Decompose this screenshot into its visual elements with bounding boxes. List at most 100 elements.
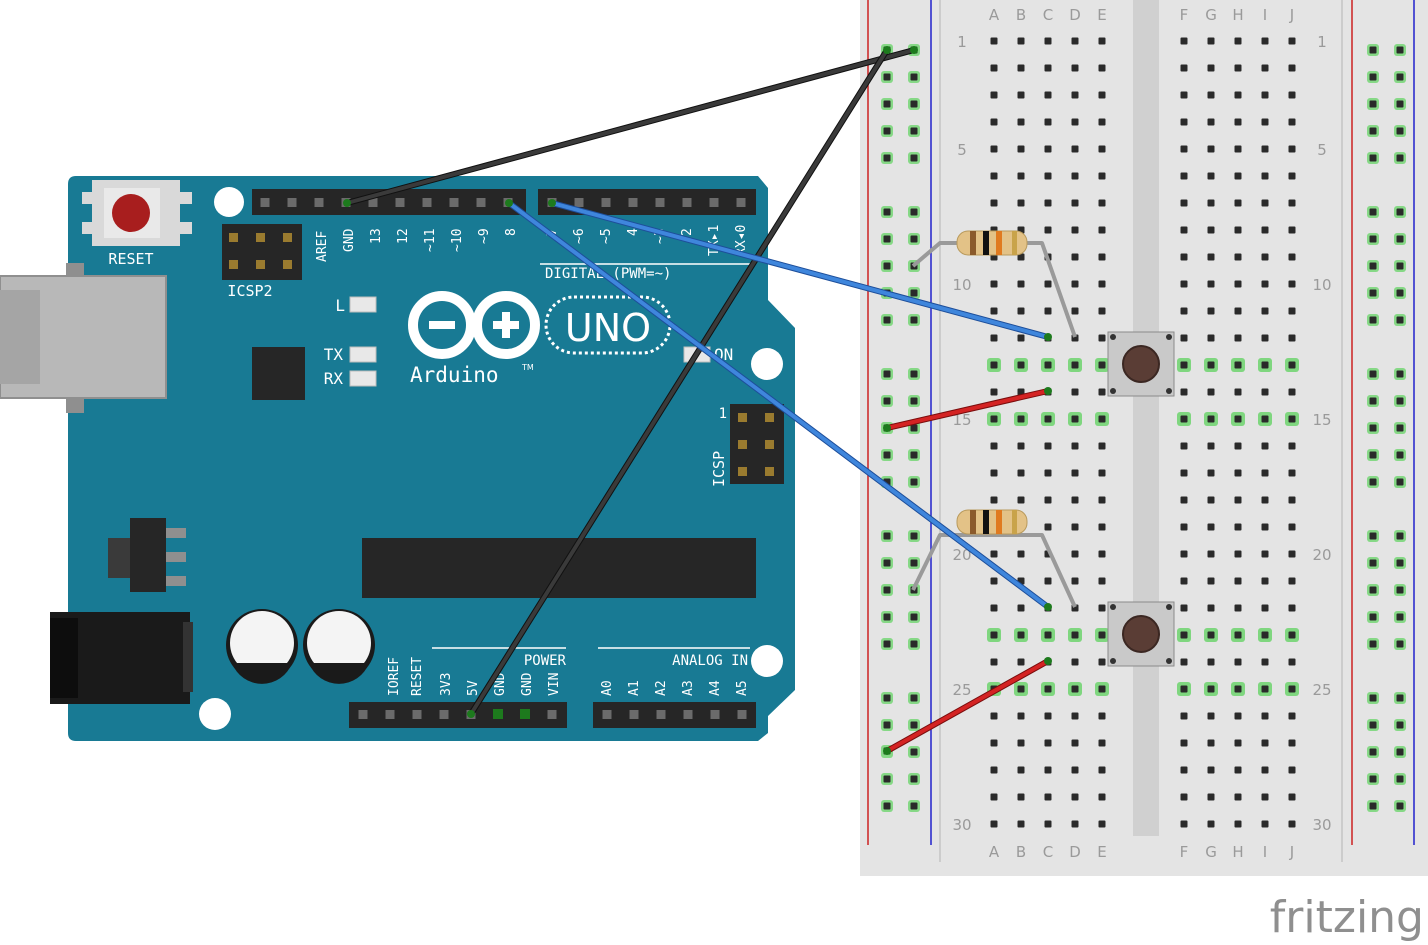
- rail-hole: [1369, 586, 1377, 594]
- led-tx: [349, 346, 377, 363]
- push-button-corner: [1110, 388, 1116, 394]
- breadboard-hole: [1180, 415, 1188, 423]
- rail-hole: [883, 613, 891, 621]
- breadboard-hole: [1207, 145, 1215, 153]
- mounting-hole: [199, 698, 231, 730]
- rail-hole: [910, 424, 918, 432]
- breadboard-hole: [1098, 442, 1106, 450]
- wire-5v: [468, 47, 890, 717]
- rail-hole: [1369, 100, 1377, 108]
- breadboard-hole: [1288, 442, 1296, 450]
- rail-hole: [1369, 154, 1377, 162]
- rail-hole: [1396, 478, 1404, 486]
- breadboard-hole: [1234, 64, 1242, 72]
- row-number: 30: [1312, 816, 1331, 834]
- col-letter: A: [989, 6, 1000, 24]
- breadboard-hole: [990, 199, 998, 207]
- breadboard-hole: [1234, 37, 1242, 45]
- breadboard-hole: [990, 64, 998, 72]
- rail-hole: [910, 721, 918, 729]
- breadboard-hole: [1234, 91, 1242, 99]
- pin: [229, 233, 238, 242]
- header-pin: [736, 198, 746, 207]
- arduino-uno: RESET ICSP2 AREF GND 13: [0, 176, 795, 741]
- header-pin: [385, 710, 395, 719]
- dc-jack-front: [50, 618, 78, 698]
- breadboard-hole: [1071, 37, 1079, 45]
- rail-hole: [883, 451, 891, 459]
- breadboard-hole: [1207, 793, 1215, 801]
- rail-hole: [883, 316, 891, 324]
- pin-label: ~10: [450, 229, 465, 252]
- rail-hole: [1369, 640, 1377, 648]
- rail-hole: [1396, 451, 1404, 459]
- breadboard-hole: [1234, 253, 1242, 261]
- breadboard-hole: [1017, 37, 1025, 45]
- breadboard-hole: [1261, 550, 1269, 558]
- breadboard-hole: [1180, 658, 1188, 666]
- breadboard-hole: [1261, 145, 1269, 153]
- breadboard-hole: [1288, 712, 1296, 720]
- mounting-hole: [751, 645, 783, 677]
- breadboard-hole: [990, 793, 998, 801]
- breadboard-hole: [1261, 226, 1269, 234]
- rail-hole: [883, 100, 891, 108]
- breadboard-hole: [1234, 739, 1242, 747]
- breadboard-hole: [1288, 550, 1296, 558]
- rail-hole: [883, 397, 891, 405]
- breadboard-hole: [1098, 550, 1106, 558]
- breadboard-hole: [1261, 307, 1269, 315]
- breadboard-hole: [1234, 685, 1242, 693]
- pin: [256, 233, 265, 242]
- column-letters-bottom: A B C D E F G H I J: [989, 843, 1294, 861]
- breadboard-hole: [1180, 766, 1188, 774]
- wire-endpoint: [1044, 657, 1052, 665]
- connected-pin: [520, 709, 530, 719]
- breadboard-hole: [1044, 820, 1052, 828]
- col-letter: I: [1263, 6, 1267, 24]
- wire-power-top-button: [884, 388, 1051, 431]
- breadboard-hole: [1071, 469, 1079, 477]
- rail-hole: [1369, 748, 1377, 756]
- push-button-corner: [1166, 658, 1172, 664]
- resistor-band: [970, 231, 976, 255]
- header-pin: [449, 198, 459, 207]
- breadboard-hole: [1044, 523, 1052, 531]
- breadboard-hole: [1207, 307, 1215, 315]
- push-button-top: [1107, 331, 1175, 397]
- breadboard-hole: [1180, 64, 1188, 72]
- breadboard-hole: [1180, 469, 1188, 477]
- header-pin: [358, 710, 368, 719]
- rail-hole: [910, 289, 918, 297]
- breadboard-hole: [1071, 712, 1079, 720]
- breadboard-hole: [1071, 280, 1079, 288]
- wire-pin7: [549, 200, 1051, 340]
- breadboard-hole: [990, 361, 998, 369]
- breadboard-hole: [1017, 253, 1025, 261]
- rail-hole: [910, 748, 918, 756]
- capacitor-stripe: [232, 663, 292, 684]
- breadboard-hole: [1288, 307, 1296, 315]
- header-pin: [656, 710, 666, 719]
- resistor-band: [996, 510, 1002, 534]
- breadboard-hole: [990, 145, 998, 153]
- model-label: UNO: [565, 306, 651, 350]
- breadboard-hole: [1207, 199, 1215, 207]
- header-pin: [629, 710, 639, 719]
- top-header-labels: AREF GND 13 12 ~11 ~10 ~9 8 7 ~6 ~5 4 ~3…: [315, 225, 749, 262]
- breadboard-hole: [990, 442, 998, 450]
- breadboard-hole: [990, 307, 998, 315]
- breadboard-hole: [1044, 280, 1052, 288]
- breadboard-hole: [1234, 172, 1242, 180]
- breadboard-hole: [1261, 577, 1269, 585]
- wire-endpoint: [1044, 387, 1052, 395]
- breadboard-hole: [1234, 523, 1242, 531]
- rail-hole: [910, 100, 918, 108]
- rail-hole: [1369, 721, 1377, 729]
- breadboard-hole: [1207, 172, 1215, 180]
- breadboard-hole: [1044, 226, 1052, 234]
- breadboard-hole: [1180, 118, 1188, 126]
- breadboard-hole: [1207, 766, 1215, 774]
- resistor-band: [983, 231, 989, 255]
- breadboard-hole: [1261, 469, 1269, 477]
